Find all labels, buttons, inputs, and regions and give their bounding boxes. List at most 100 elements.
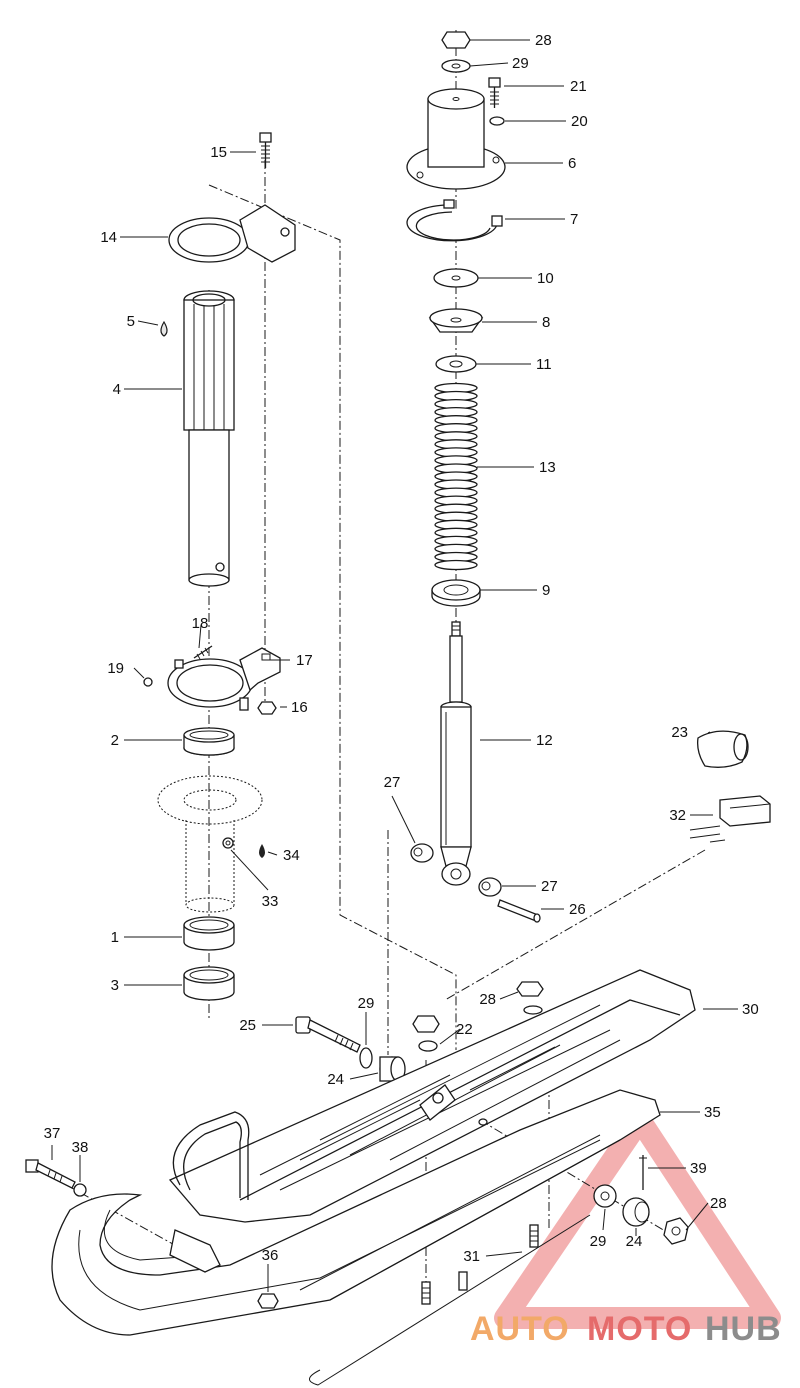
callout-number: 28 <box>479 991 496 1008</box>
part-14-clamp-ring <box>168 204 296 263</box>
watermark-logo: AUTO MOTO HUB <box>470 1109 781 1348</box>
part-24-bushing-mid <box>379 1056 406 1082</box>
part-28-nut-right <box>663 1217 689 1245</box>
callout-leader-line <box>133 667 145 679</box>
part-8-spring-cup <box>428 308 484 333</box>
callout-number: 10 <box>537 270 554 287</box>
callout-number: 24 <box>327 1071 344 1088</box>
callout-number: 4 <box>113 381 121 398</box>
callout-number: 39 <box>690 1160 707 1177</box>
callout-number: 38 <box>72 1139 89 1156</box>
callout-leader-line <box>230 849 269 891</box>
callout-number: 18 <box>192 615 209 632</box>
part-29-washer-mid <box>359 1047 373 1069</box>
part-6-top-mount <box>406 88 506 190</box>
callout-leader-line <box>685 1202 709 1231</box>
part-18-screw <box>193 645 213 660</box>
part-28-nut-top <box>441 31 471 49</box>
frame-housing <box>157 775 263 913</box>
part-11-washer <box>435 355 477 373</box>
part-23-cap <box>697 730 749 768</box>
part-36-nut <box>257 1293 279 1309</box>
callout-number: 13 <box>539 459 556 476</box>
callout-labels: 2829212067108111391227272615145418171916… <box>44 32 759 1292</box>
part-26-pin <box>497 899 541 923</box>
callout-leader-line <box>485 1251 523 1257</box>
part-29-washer-lower <box>523 1005 543 1015</box>
callout-number: 12 <box>536 732 553 749</box>
part-4-spindle <box>183 290 235 587</box>
callout-leader-line <box>707 731 711 734</box>
part-5-grease <box>160 320 168 337</box>
part-30-ski <box>168 969 696 1223</box>
callout-number: 2 <box>111 732 119 749</box>
callout-number: 27 <box>541 878 558 895</box>
callout-number: 36 <box>262 1247 279 1264</box>
callout-number: 32 <box>669 807 686 824</box>
callout-number: 17 <box>296 652 313 669</box>
part-9-spring-seat <box>431 579 481 607</box>
callout-number: 8 <box>542 314 550 331</box>
part-13-spring <box>434 382 478 571</box>
callout-number: 25 <box>239 1017 256 1034</box>
part-12-shock-absorber <box>440 621 472 886</box>
part-33-grease-fitting <box>222 837 234 849</box>
callout-number: 26 <box>569 901 586 918</box>
part-38-washer <box>73 1183 87 1197</box>
part-7-retaining-ring <box>406 199 503 242</box>
callout-number: 33 <box>262 893 279 910</box>
callout-number: 23 <box>671 724 688 741</box>
part-29-washer-right <box>593 1184 617 1208</box>
part-35-ski-runner <box>51 1089 661 1386</box>
callout-number: 35 <box>704 1104 721 1121</box>
part-16-nut <box>257 701 277 715</box>
callout-leader-line <box>469 62 509 67</box>
spring-coil <box>434 559 478 571</box>
callout-leader-line <box>602 1208 606 1231</box>
callout-leader-line <box>198 624 202 649</box>
part-17-bracket <box>167 647 281 711</box>
part-21-screw <box>488 77 501 108</box>
callout-number: 14 <box>100 229 117 246</box>
part-32-connector <box>689 795 771 843</box>
watermark-text-moto: MOTO <box>587 1310 692 1348</box>
callout-number: 34 <box>283 847 300 864</box>
callout-number: 16 <box>291 699 308 716</box>
callout-number: 19 <box>107 660 124 677</box>
part-25-bolt <box>295 1016 361 1053</box>
watermark-text-auto: AUTO <box>470 1310 570 1348</box>
part-2-bushing <box>183 727 235 756</box>
part-10-washer <box>433 268 479 288</box>
callout-number: 27 <box>384 774 401 791</box>
callout-number: 6 <box>568 155 576 172</box>
callout-number: 22 <box>456 1021 473 1038</box>
callout-number: 28 <box>710 1195 727 1212</box>
part-29-washer-top <box>441 59 471 73</box>
part-28-nut-lower-left <box>412 1015 440 1033</box>
callout-number: 5 <box>127 313 135 330</box>
part-39-pin <box>639 1155 647 1190</box>
part-24-bushing-right <box>622 1197 650 1227</box>
part-1-bushing <box>183 916 235 951</box>
callout-number: 1 <box>111 929 119 946</box>
callout-number: 31 <box>463 1248 480 1265</box>
part-27-bushing-left <box>410 843 434 863</box>
callout-leader-line <box>267 851 278 856</box>
part-31-studs <box>421 1224 539 1305</box>
callout-number: 15 <box>210 144 227 161</box>
callout-number: 37 <box>44 1125 61 1142</box>
callout-number: 24 <box>626 1233 643 1250</box>
part-34-grease <box>259 844 265 858</box>
callout-number: 30 <box>742 1001 759 1018</box>
callout-leader-line <box>349 1072 379 1080</box>
part-22-washer <box>418 1040 438 1052</box>
part-27-bushing-right <box>478 877 502 897</box>
callout-number: 11 <box>536 356 552 373</box>
part-15-bolt <box>259 132 272 168</box>
part-3-bushing <box>183 966 235 1001</box>
callout-leader-line <box>137 320 159 326</box>
callout-number: 28 <box>535 32 552 49</box>
callout-number: 7 <box>570 211 578 228</box>
callout-number: 29 <box>512 55 529 72</box>
